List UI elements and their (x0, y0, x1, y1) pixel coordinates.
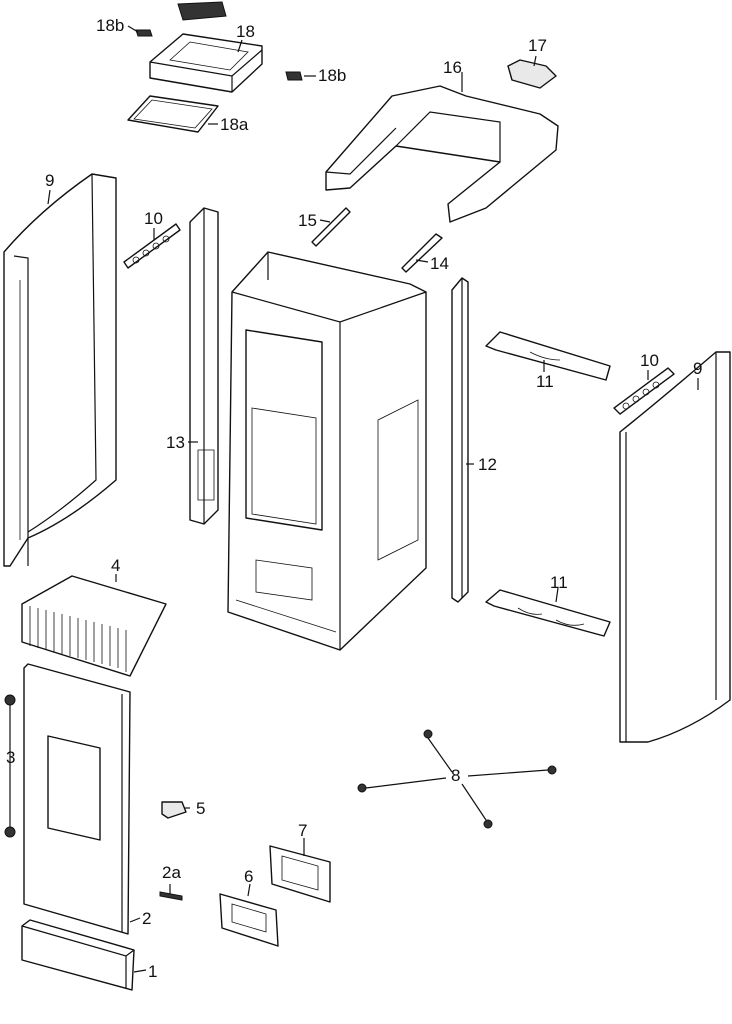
part-7-plate (269, 845, 331, 903)
label-2a: 2a (162, 863, 181, 882)
label-1: 1 (148, 962, 157, 981)
label-11-top: 11 (536, 372, 554, 391)
label-12: 12 (478, 455, 497, 474)
part-12-right-rail (451, 277, 469, 603)
label-9-left: 9 (45, 171, 54, 190)
label-17: 17 (528, 36, 547, 55)
label-3: 3 (6, 748, 15, 767)
part-16-top-frame (325, 85, 559, 223)
part-18b-right-pin (285, 71, 303, 81)
part-3-hinges (4, 694, 16, 838)
label-6: 6 (244, 867, 253, 886)
part-18-control-box (149, 1, 263, 93)
part-14-bracket (401, 233, 443, 273)
label-5: 5 (196, 799, 205, 818)
label-4: 4 (111, 556, 120, 575)
leader-lines (47, 25, 699, 973)
label-8: 8 (451, 766, 460, 785)
label-18b-left: 18b (96, 16, 124, 35)
label-18: 18 (236, 22, 255, 41)
part-2-door (23, 663, 131, 935)
part-1-bottom-panel (21, 919, 135, 991)
label-16: 16 (443, 58, 462, 77)
part-11-lower-bracket (485, 589, 611, 637)
part-18b-left-pin (135, 29, 153, 37)
label-15: 15 (298, 211, 317, 230)
part-6-plate (219, 893, 279, 947)
part-13-left-rail (189, 207, 219, 525)
part-4-grille (21, 575, 167, 677)
label-11-bottom: 11 (550, 573, 568, 592)
label-14: 14 (430, 254, 449, 273)
label-9-right: 9 (693, 359, 702, 378)
label-13: 13 (166, 433, 185, 452)
part-10-left-vent-plate (123, 223, 181, 269)
part-17-handle (507, 59, 557, 89)
part-15-bracket (311, 207, 351, 247)
part-5-latch (161, 801, 187, 819)
label-18a: 18a (220, 115, 249, 134)
label-10-right: 10 (640, 351, 659, 370)
label-2: 2 (142, 909, 151, 928)
label-7: 7 (298, 821, 307, 840)
part-10-right-vent-plate (613, 367, 675, 415)
part-2a-clip (159, 891, 183, 901)
part-labels: 18b 18 18b 18a 16 17 9 10 15 14 13 12 11… (6, 16, 702, 981)
part-9-left-side-panel (3, 173, 117, 567)
part-11-upper-bracket (485, 331, 611, 381)
part-8-feet (357, 729, 557, 829)
label-18b-right: 18b (318, 66, 346, 85)
label-10-left: 10 (144, 209, 163, 228)
part-9-right-side-panel (619, 351, 731, 743)
main-stove-body (227, 251, 427, 651)
part-18a-gasket (127, 95, 219, 133)
